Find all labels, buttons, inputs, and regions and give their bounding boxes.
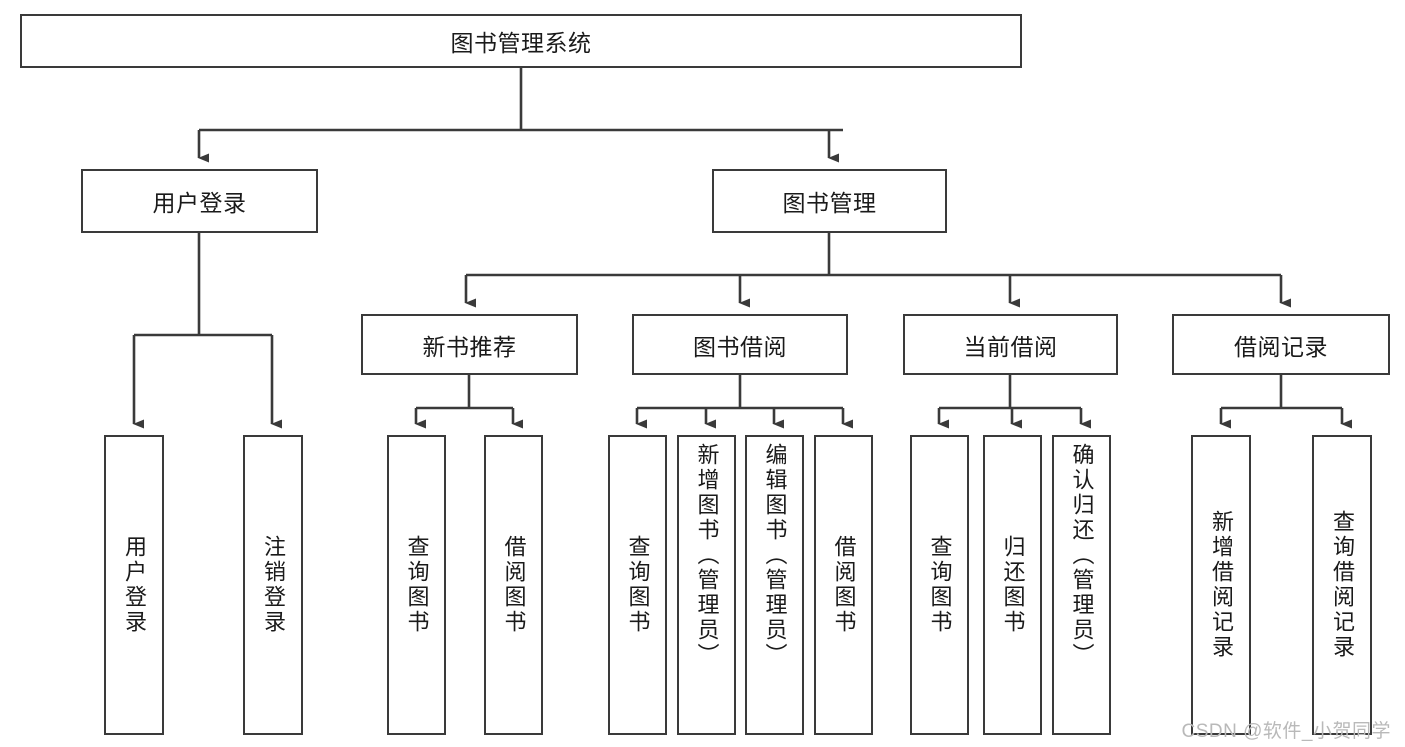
node-root-label: 图书管理系统 — [450, 30, 592, 56]
node-leaf-edit-book-admin[interactable]: 编辑图书（管理员） — [745, 435, 804, 735]
csdn-watermark: CSDN @软件_小贺同学 — [1181, 721, 1391, 742]
node-leaf-return-book[interactable]: 归还图书 — [983, 435, 1042, 735]
node-leaf-logout-login[interactable]: 注销登录 — [243, 435, 303, 735]
node-leaf-borrow-book-2-label: 借阅图书 — [831, 535, 857, 635]
node-leaf-query-book-1[interactable]: 查询图书 — [387, 435, 446, 735]
node-borrow-record-label: 借阅记录 — [1234, 333, 1328, 360]
node-leaf-user-login[interactable]: 用户登录 — [104, 435, 164, 735]
node-leaf-add-borrow-record-label: 新增借阅记录 — [1208, 510, 1234, 660]
node-leaf-query-book-2[interactable]: 查询图书 — [608, 435, 667, 735]
node-leaf-add-borrow-record[interactable]: 新增借阅记录 — [1191, 435, 1251, 735]
node-current-borrow-label: 当前借阅 — [963, 333, 1058, 360]
node-leaf-query-borrow-record[interactable]: 查询借阅记录 — [1312, 435, 1372, 735]
node-leaf-query-borrow-record-label: 查询借阅记录 — [1329, 510, 1355, 660]
node-leaf-confirm-return-admin-label: 确认归还（管理员） — [1069, 443, 1095, 668]
node-leaf-query-book-2-label: 查询图书 — [625, 535, 651, 635]
node-leaf-add-book-admin[interactable]: 新增图书（管理员） — [677, 435, 736, 735]
node-leaf-return-book-label: 归还图书 — [1000, 535, 1026, 635]
node-book-borrow-label: 图书借阅 — [693, 333, 787, 360]
node-new-book-recommend-label: 新书推荐 — [422, 333, 517, 360]
node-leaf-edit-book-admin-label: 编辑图书（管理员） — [762, 443, 788, 668]
node-leaf-add-book-admin-label: 新增图书（管理员） — [694, 443, 720, 668]
node-user-login-label: 用户登录 — [152, 190, 247, 216]
node-borrow-record[interactable]: 借阅记录 — [1172, 314, 1390, 375]
node-leaf-query-book-3-label: 查询图书 — [927, 535, 953, 635]
node-root[interactable]: 图书管理系统 — [20, 14, 1022, 68]
node-leaf-borrow-book-2[interactable]: 借阅图书 — [814, 435, 873, 735]
node-book-manage[interactable]: 图书管理 — [712, 169, 947, 233]
node-leaf-borrow-book-1[interactable]: 借阅图书 — [484, 435, 543, 735]
node-user-login[interactable]: 用户登录 — [81, 169, 318, 233]
node-leaf-user-login-label: 用户登录 — [121, 535, 147, 635]
node-leaf-borrow-book-1-label: 借阅图书 — [501, 535, 527, 635]
node-current-borrow[interactable]: 当前借阅 — [903, 314, 1118, 375]
node-book-manage-label: 图书管理 — [782, 190, 877, 216]
node-book-borrow[interactable]: 图书借阅 — [632, 314, 848, 375]
node-leaf-confirm-return-admin[interactable]: 确认归还（管理员） — [1052, 435, 1111, 735]
node-leaf-query-book-3[interactable]: 查询图书 — [910, 435, 969, 735]
node-new-book-recommend[interactable]: 新书推荐 — [361, 314, 578, 375]
node-leaf-query-book-1-label: 查询图书 — [404, 535, 430, 635]
node-leaf-logout-login-label: 注销登录 — [260, 535, 286, 635]
